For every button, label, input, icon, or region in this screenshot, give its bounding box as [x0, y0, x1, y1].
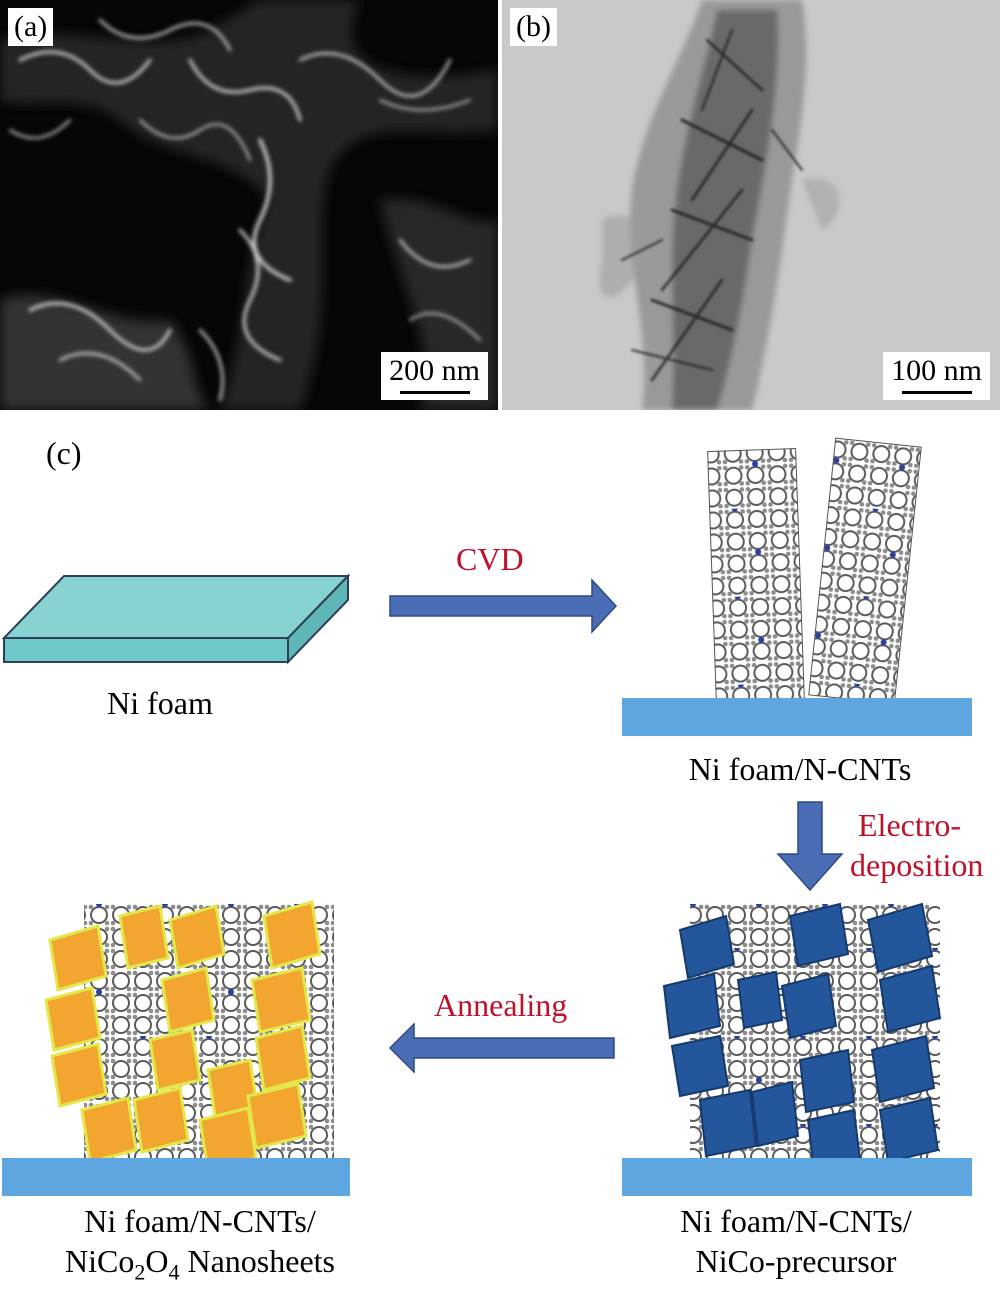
stage-ni-foam: Ni foam: [107, 685, 213, 721]
schematic-canvas: [1, 437, 972, 1196]
annealing-arrow: [388, 1022, 615, 1074]
scale-bar-a-line: [399, 391, 470, 394]
stage-precursor-2: NiCo-precursor: [695, 1243, 897, 1279]
sem-image-panel: (a) 200 nm: [0, 0, 498, 410]
scale-bar-b-line: [901, 391, 972, 394]
tem-image-panel: (b) 100 nm: [502, 0, 1000, 410]
scale-bar-a-text: 200 nm: [389, 354, 480, 387]
panel-a-label: (a): [8, 8, 54, 46]
step-electro-2: deposition: [850, 847, 984, 883]
synthesis-schematic: (c) CVD Electro- deposition Annealing Ni…: [0, 420, 1000, 1284]
ni-foam-slab: [1, 573, 351, 665]
cvd-arrow: [389, 578, 618, 634]
stage-final-1: Ni foam/N-CNTs/: [84, 1203, 316, 1239]
nico2o4-nanosheets: [44, 900, 322, 1172]
panel-b-label: (b): [510, 8, 557, 46]
scale-bar-b-text: 100 nm: [891, 354, 982, 387]
substrate-precursor: [622, 1158, 972, 1196]
step-annealing: Annealing: [434, 987, 568, 1023]
substrate-cnt: [622, 698, 972, 736]
stage-ni-foam-ncnt: Ni foam/N-CNTs: [688, 751, 912, 787]
tem-micrograph: [502, 0, 1000, 410]
sem-micrograph: [0, 0, 498, 410]
n-cnt-tubes: [707, 437, 922, 705]
stage-final-2: NiCo2O4 Nanosheets: [65, 1243, 335, 1285]
electrodeposition-arrow: [776, 801, 844, 892]
step-electro-1: Electro-: [858, 807, 962, 843]
step-cvd: CVD: [456, 541, 524, 577]
scale-bar-a: 200 nm: [381, 352, 488, 400]
nico-precursor-sheets: [662, 902, 942, 1172]
stage-precursor-1: Ni foam/N-CNTs/: [680, 1203, 912, 1239]
scale-bar-b: 100 nm: [883, 352, 990, 400]
panel-c-label: (c): [46, 435, 82, 471]
substrate-final: [2, 1158, 350, 1196]
